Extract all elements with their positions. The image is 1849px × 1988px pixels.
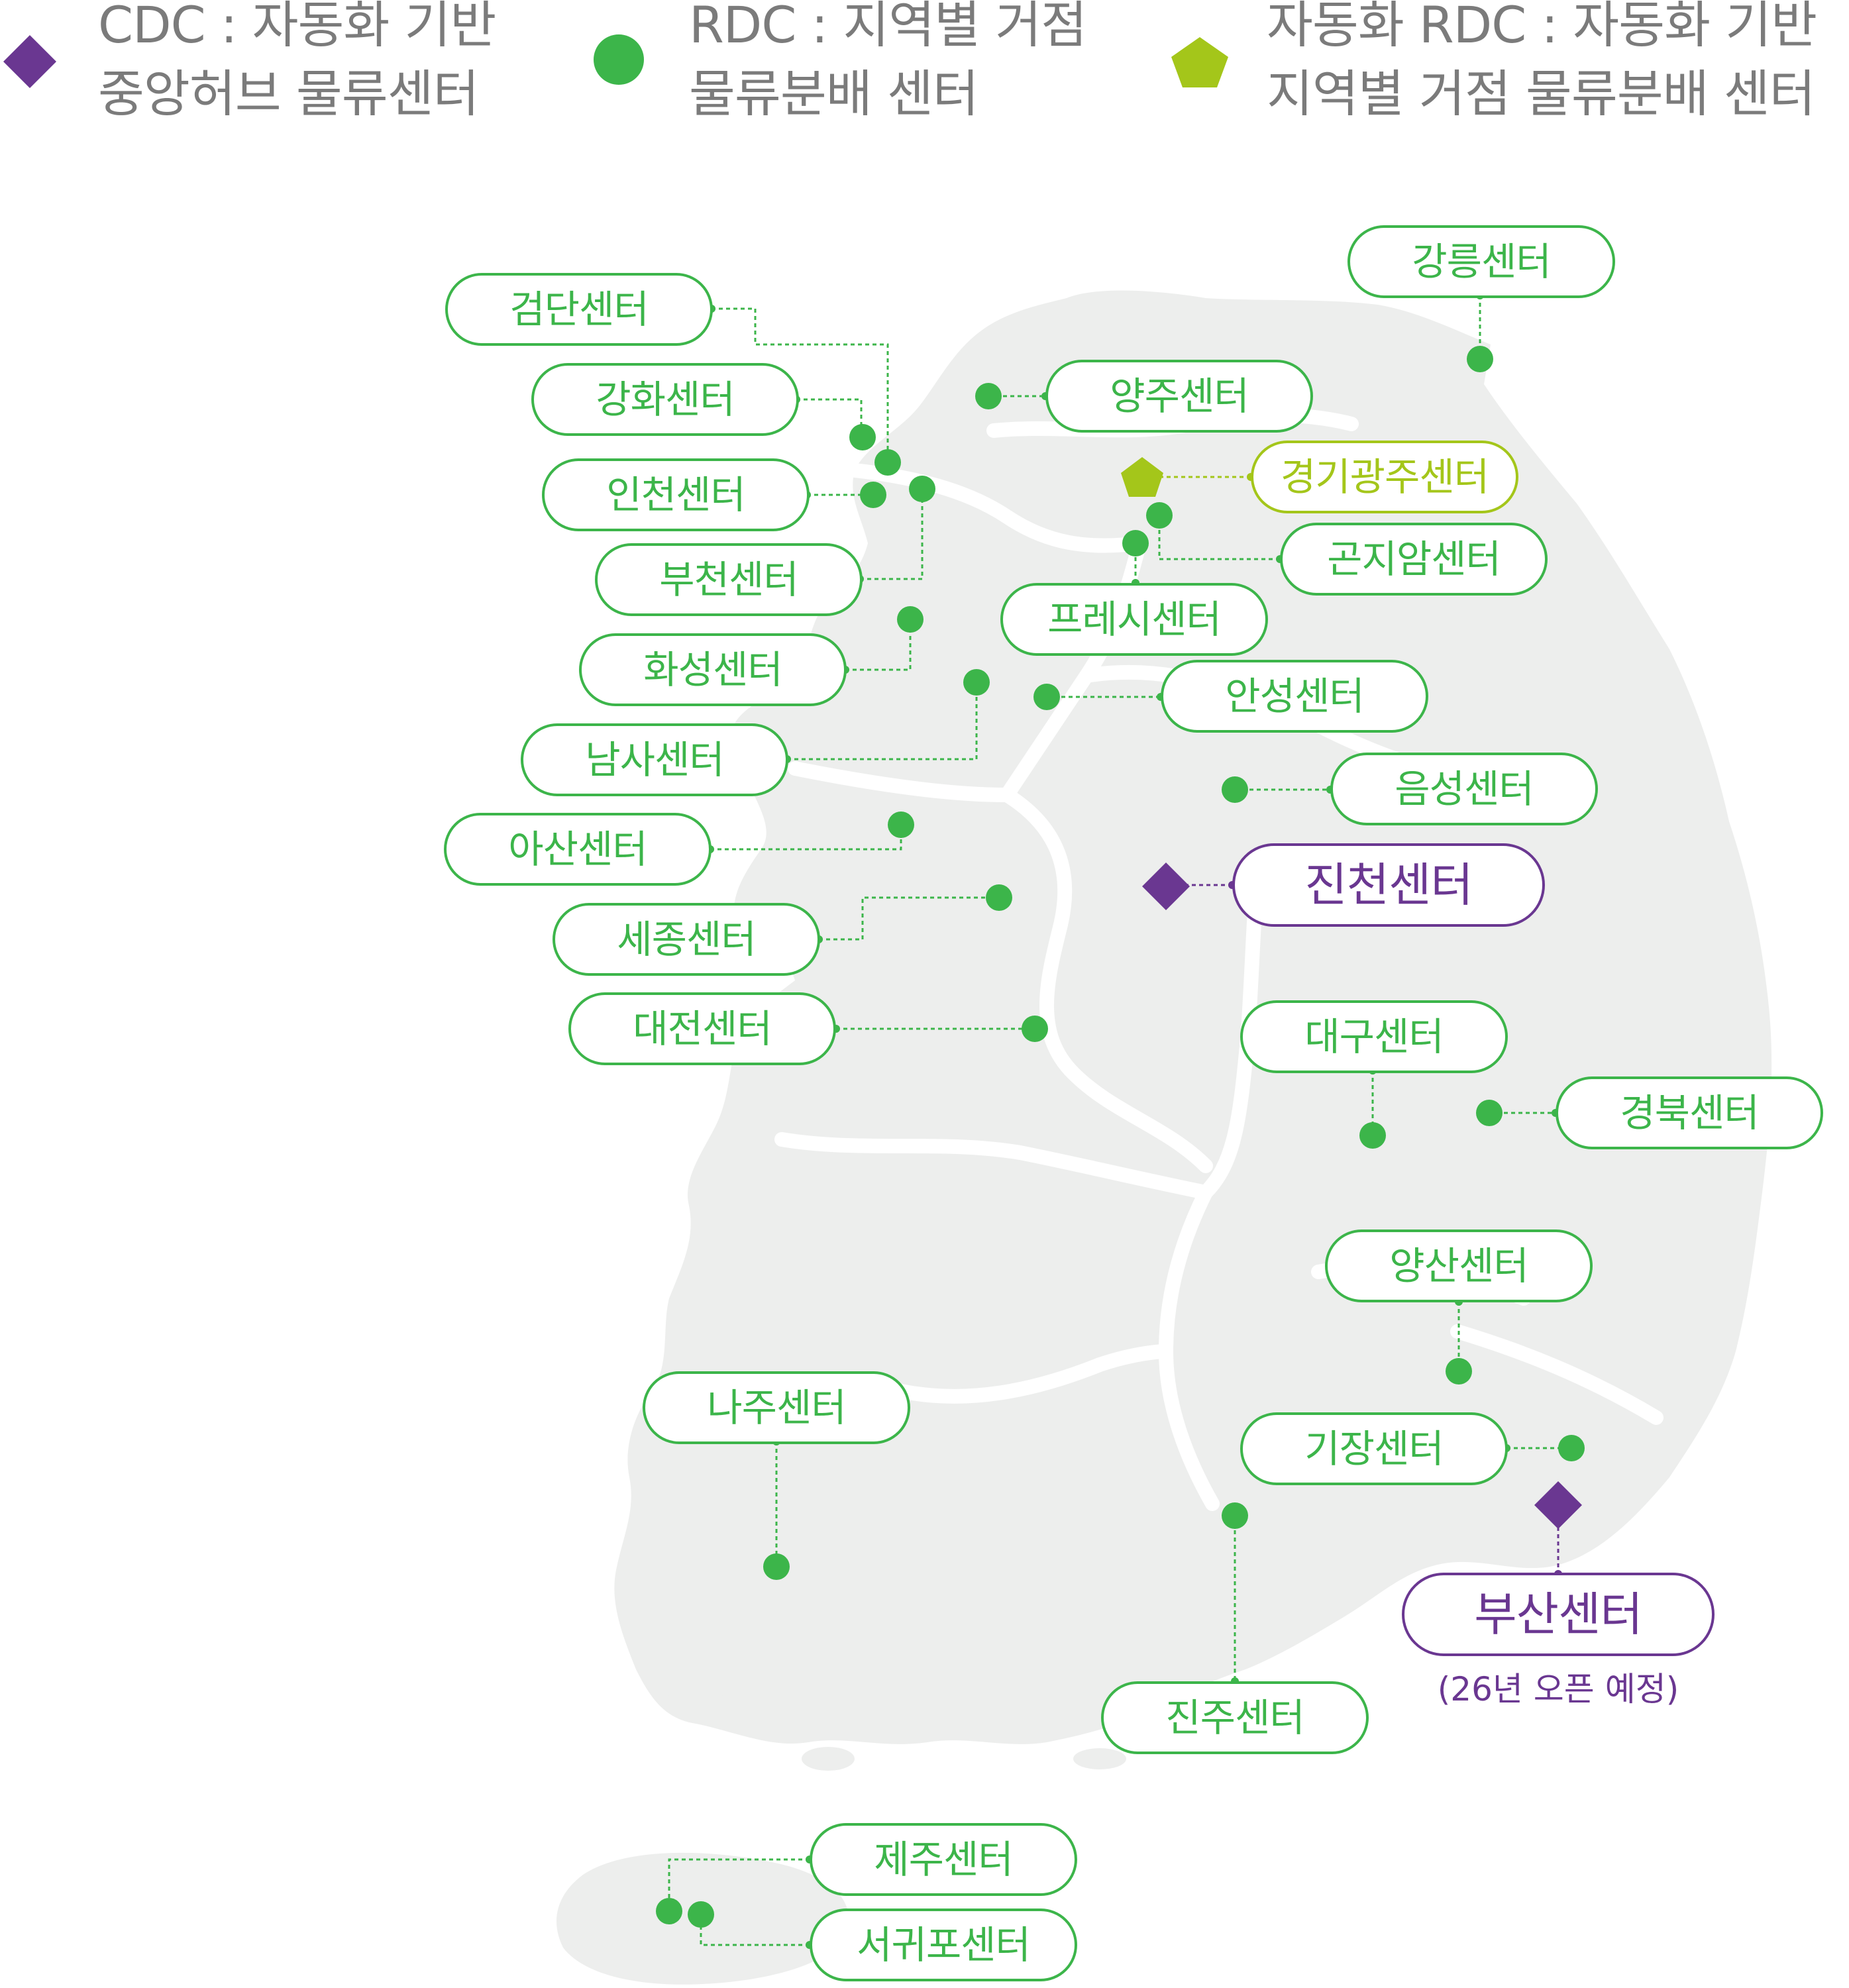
rdc-marker-yangju [975, 383, 1002, 409]
rdc-marker-fresh [1122, 530, 1149, 556]
rdc-marker-gyeongbuk [1476, 1100, 1503, 1126]
center-daegu-label[interactable]: 대구센터 [1240, 1000, 1508, 1073]
center-gijang-label[interactable]: 기장센터 [1240, 1412, 1508, 1485]
connector-gumdan [712, 307, 889, 462]
center-jeju-label[interactable]: 제주센터 [810, 1823, 1077, 1896]
cdc-marker-busan [1534, 1481, 1582, 1529]
center-jincheon-label[interactable]: 진천센터 [1232, 843, 1545, 927]
legend-cdc: CDC : 자동화 기반 중앙허브 물류센터 [98, 0, 496, 129]
center-gwangju-gg-label[interactable]: 경기광주센터 [1251, 441, 1518, 513]
circle-icon [594, 34, 644, 85]
center-ganghwa-label[interactable]: 강화센터 [531, 363, 799, 436]
rdc-marker-daegu [1359, 1122, 1386, 1149]
center-hwaseong-label[interactable]: 화성센터 [579, 633, 847, 706]
rdc-marker-gumdan [874, 449, 901, 476]
pentagon-icon [1171, 37, 1228, 87]
rdc-marker-gonjiam [1146, 502, 1173, 529]
legend-rdc: RDC : 지역별 거점 물류분배 센터 [689, 0, 1087, 129]
center-gonjiam-label[interactable]: 곤지암센터 [1280, 523, 1548, 596]
rdc-marker-gangneung [1467, 346, 1493, 372]
legend-auto-rdc-line1: 자동화 RDC : 자동화 기반 [1267, 0, 1817, 54]
center-sejong-label[interactable]: 세종센터 [553, 903, 820, 976]
center-eumseong-label[interactable]: 음성센터 [1330, 753, 1598, 825]
korea-west-coast [788, 583, 919, 786]
legend-cdc-line2: 중앙허브 물류센터 [98, 64, 480, 123]
center-gyeongbuk-label[interactable]: 경북센터 [1556, 1076, 1823, 1149]
rdc-marker-daejeon [1022, 1016, 1048, 1042]
rdc-marker-jinju [1222, 1502, 1248, 1529]
center-seogwipo-label[interactable]: 서귀포센터 [810, 1909, 1077, 1981]
center-gangneung-label[interactable]: 강릉센터 [1347, 225, 1615, 298]
rdc-marker-bucheon [909, 476, 935, 502]
rdc-marker-yangsan [1446, 1358, 1472, 1385]
rdc-marker-naju [763, 1553, 790, 1580]
center-asan-label[interactable]: 아산센터 [444, 813, 712, 886]
legend-rdc-line2: 물류분배 센터 [689, 64, 979, 123]
center-daejeon-label[interactable]: 대전센터 [568, 992, 836, 1065]
rdc-marker-gijang [1558, 1435, 1585, 1461]
center-gumdan-label[interactable]: 검단센터 [445, 273, 713, 346]
rdc-marker-ganghwa [849, 424, 876, 450]
connector-sejong [819, 896, 999, 941]
rdc-marker-incheon [860, 482, 886, 508]
rdc-marker-namsa [963, 669, 990, 696]
legend-rdc-line1: RDC : 지역별 거점 [689, 0, 1087, 54]
rdc-marker-eumseong [1222, 776, 1248, 803]
rdc-marker-anseong [1033, 684, 1060, 710]
auto-rdc-marker-gwangju-gg [1121, 457, 1163, 497]
diamond-icon [3, 35, 56, 88]
center-fresh-label[interactable]: 프레시센터 [1000, 583, 1268, 656]
rdc-marker-hwaseong [897, 606, 924, 633]
center-yangsan-label[interactable]: 양산센터 [1325, 1229, 1593, 1302]
connector-bucheon [860, 490, 924, 580]
legend-auto-rdc-line2: 지역별 거점 물류분배 센터 [1267, 64, 1816, 123]
rdc-marker-jeju [656, 1898, 682, 1924]
connector-jeju [668, 1858, 810, 1911]
center-naju-label[interactable]: 나주센터 [643, 1371, 910, 1444]
center-yangju-label[interactable]: 양주센터 [1045, 360, 1313, 433]
connector-gonjiam [1158, 515, 1280, 560]
connector-namsa [787, 682, 978, 760]
center-bucheon-label[interactable]: 부천센터 [595, 543, 863, 616]
cdc-marker-jincheon [1142, 863, 1190, 910]
center-namsa-label[interactable]: 남사센터 [521, 723, 788, 796]
center-jinju-label[interactable]: 진주센터 [1101, 1681, 1369, 1754]
rdc-marker-seogwipo [688, 1901, 714, 1928]
rdc-marker-sejong [986, 884, 1012, 911]
busan-open-note: (26년 오픈 예정) [1437, 1670, 1679, 1708]
legend-auto-rdc: 자동화 RDC : 자동화 기반 지역별 거점 물류분배 센터 [1267, 0, 1817, 129]
center-incheon-label[interactable]: 인천센터 [542, 458, 810, 531]
center-anseong-label[interactable]: 안성센터 [1161, 660, 1428, 733]
center-busan-label[interactable]: 부산센터 [1402, 1573, 1715, 1656]
legend-cdc-line1: CDC : 자동화 기반 [98, 0, 496, 54]
rdc-marker-asan [888, 811, 914, 838]
connector-hwaseong [845, 619, 912, 671]
